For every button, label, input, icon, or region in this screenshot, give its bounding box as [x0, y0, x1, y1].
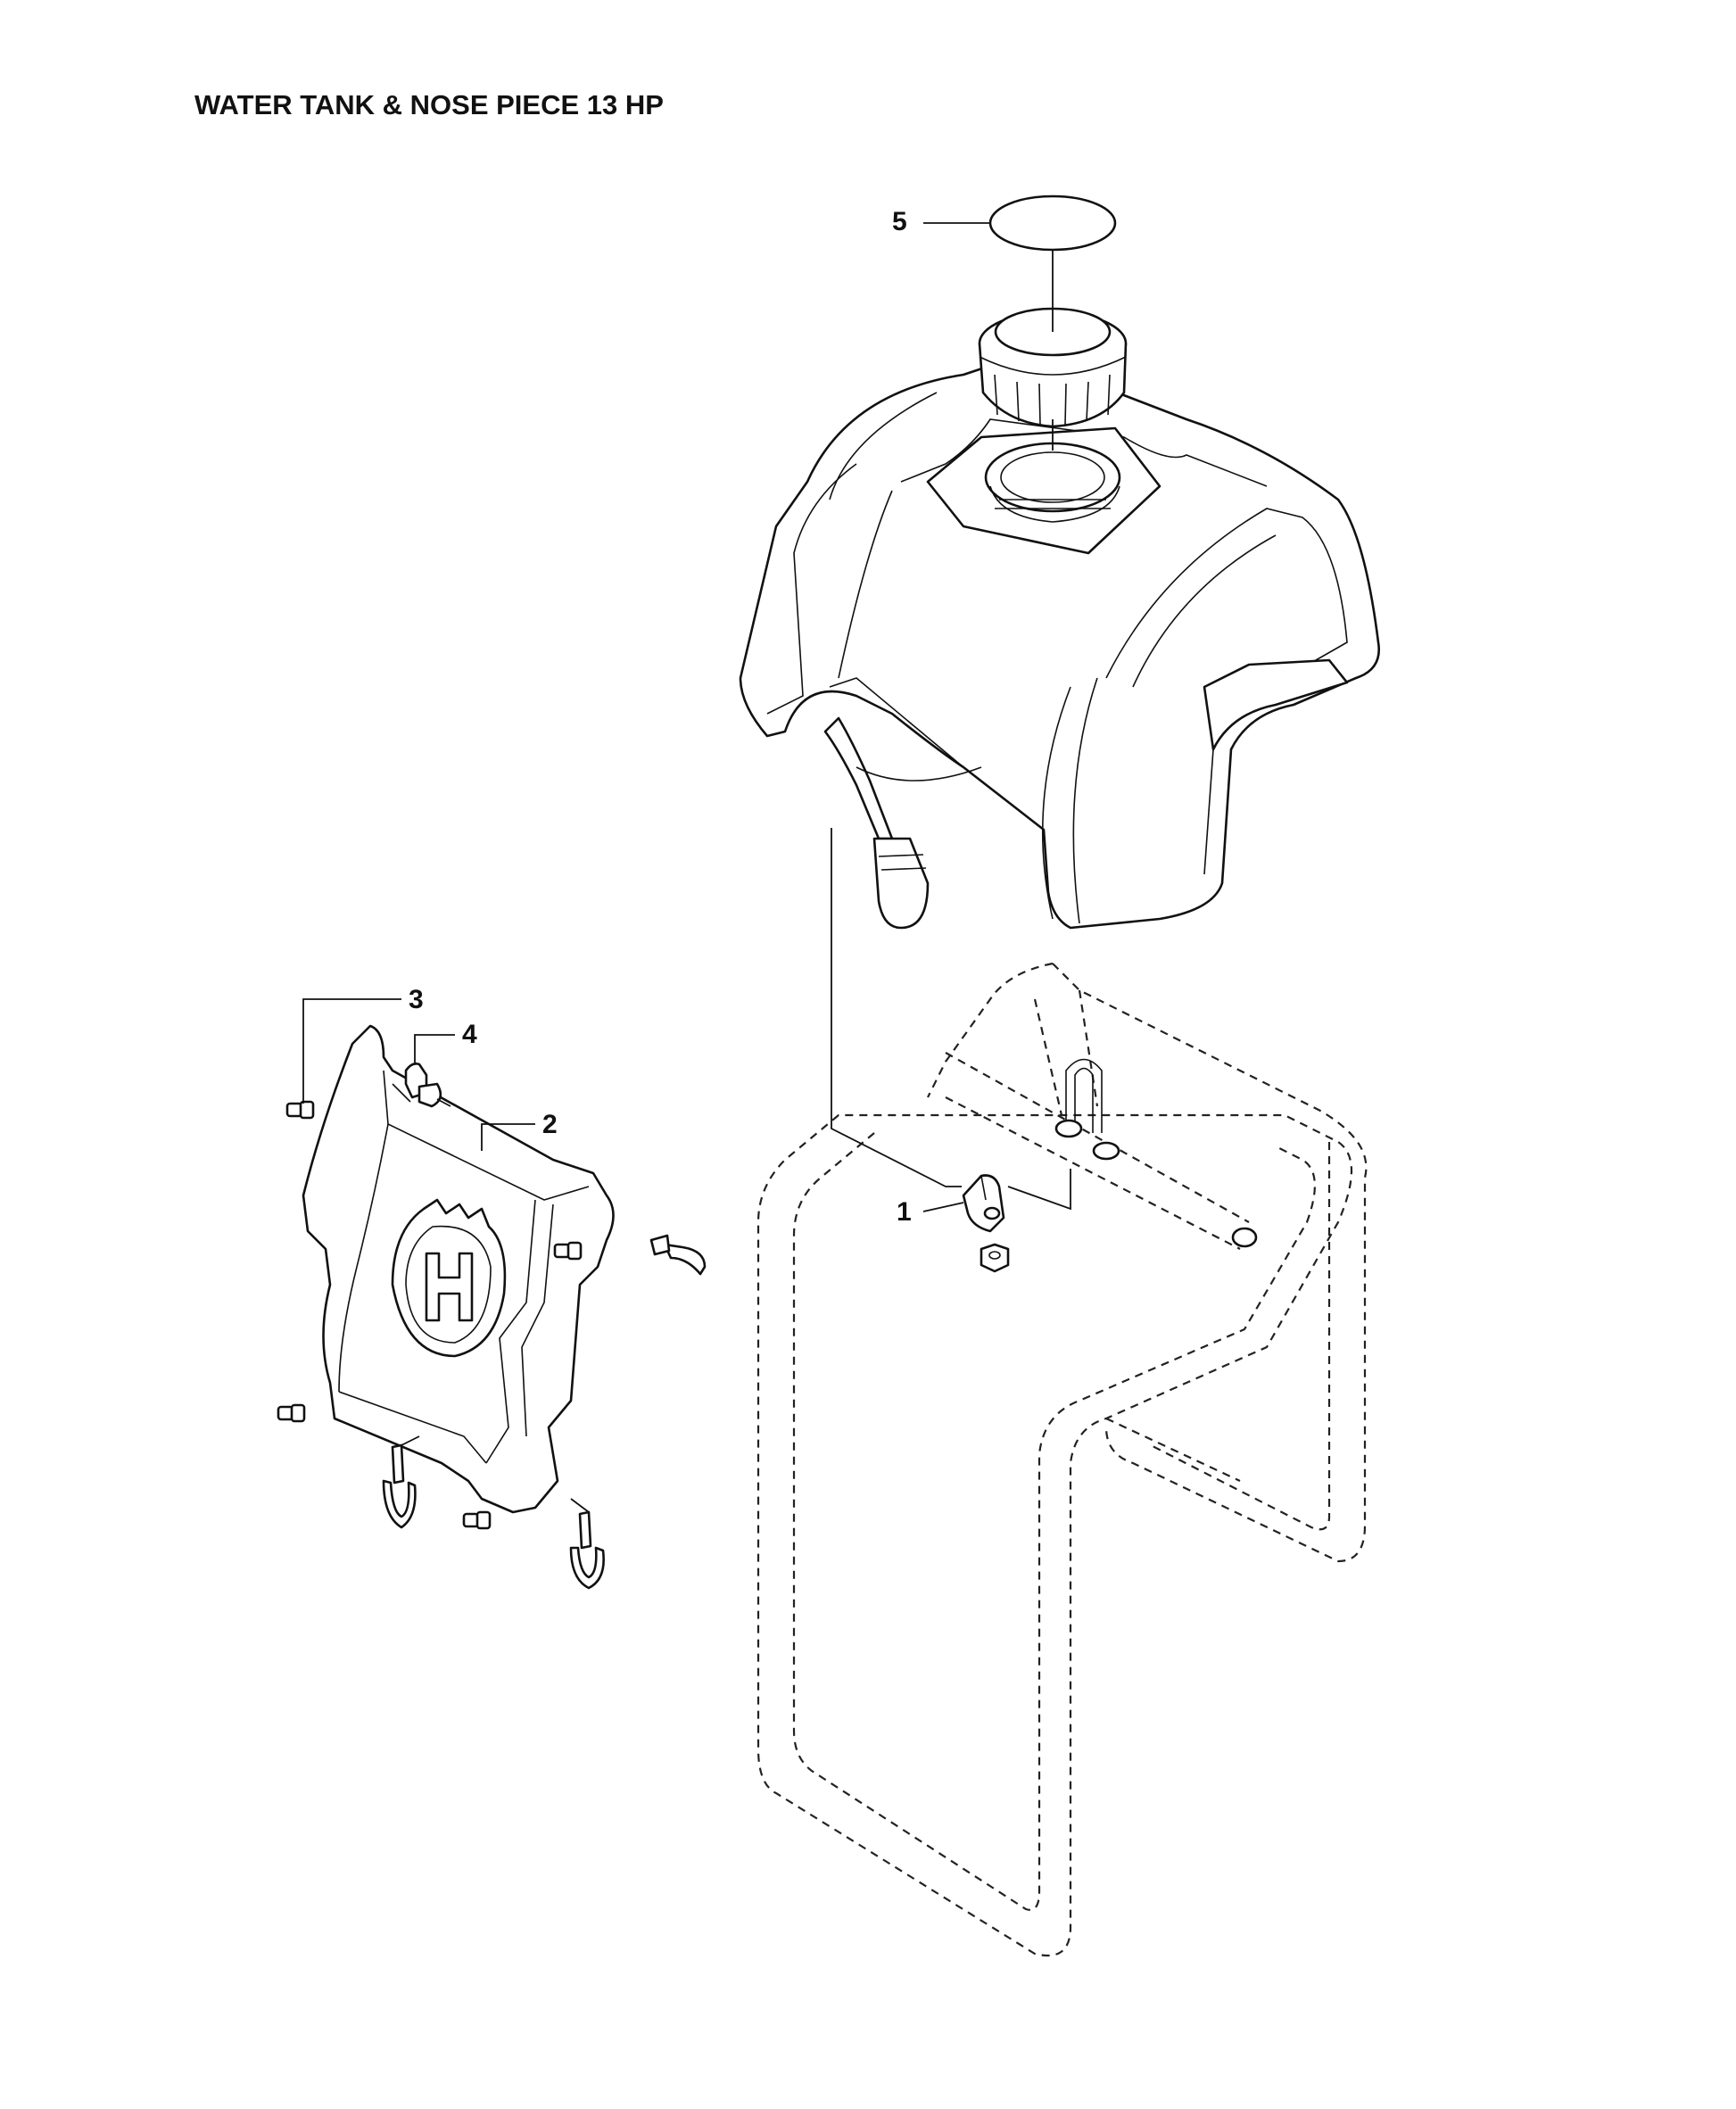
nut	[980, 1243, 1010, 1273]
page-title: WATER TANK & NOSE PIECE 13 HP	[194, 89, 664, 120]
screws	[277, 1100, 583, 1530]
leader-ubolt-to-clamp	[1007, 1169, 1071, 1211]
water-tank	[739, 363, 1381, 930]
frame-outline	[756, 962, 1368, 1957]
hose-clip	[569, 1510, 605, 1590]
screw	[553, 1241, 583, 1261]
leader-clip	[401, 1435, 420, 1446]
callout-number: 2	[542, 1110, 558, 1139]
hose-clips	[382, 1063, 707, 1590]
husqvarna-logo-icon	[391, 1198, 507, 1358]
hose-clip	[649, 1234, 707, 1276]
screw	[277, 1403, 306, 1423]
callout-2: 2	[481, 1110, 558, 1151]
callout-number: 4	[462, 1020, 477, 1049]
callout-1: 1	[897, 1197, 964, 1227]
tank-cap	[978, 307, 1128, 428]
screw	[285, 1100, 315, 1120]
callout-3: 3	[302, 985, 424, 1104]
callout-number: 1	[897, 1197, 912, 1227]
leader-tank-to-frame	[831, 828, 962, 1187]
screw	[462, 1510, 492, 1530]
callout-number: 3	[409, 985, 424, 1014]
hose-clip	[382, 1443, 417, 1529]
callout-4: 4	[414, 1020, 477, 1064]
clamp	[962, 1174, 1005, 1233]
callout-5: 5	[892, 207, 990, 236]
u-bolt	[1054, 1058, 1258, 1248]
callout-number: 5	[892, 207, 907, 236]
nose-piece	[302, 1024, 615, 1514]
cap-seal	[988, 194, 1117, 252]
hose-clip	[404, 1063, 451, 1108]
leader-clip	[570, 1498, 590, 1513]
